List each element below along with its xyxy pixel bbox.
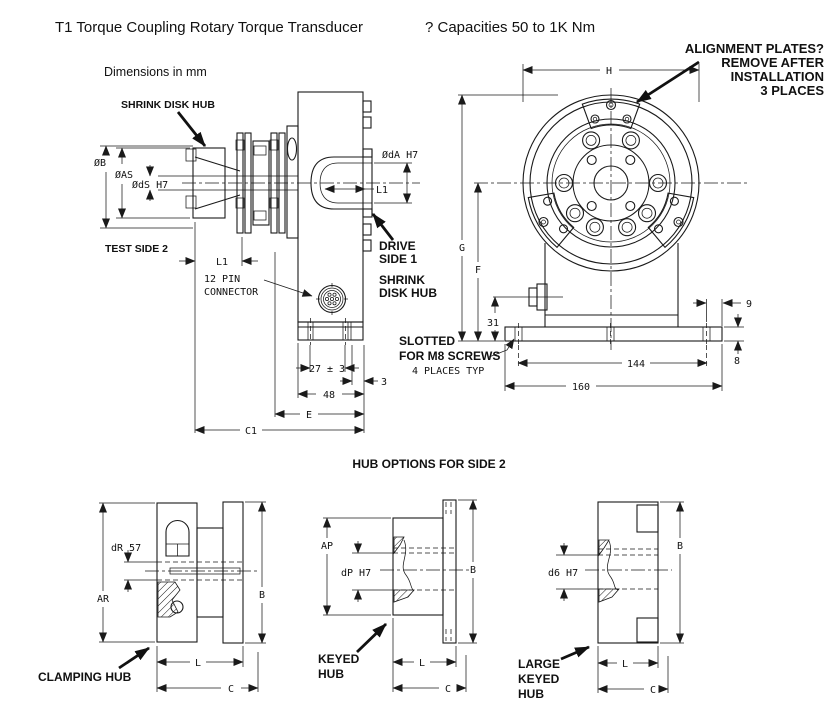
alignment-callout-line3: INSTALLATION [731,69,824,84]
dim-b-clamping: B [259,590,265,601]
drive-shrink-hub-line1: SHRINK [379,273,425,287]
pedestal-and-base [493,243,723,345]
dim-l-clamping: L [195,658,201,669]
dim-foot-width: 48 [323,390,335,401]
keyed-hub-label-line2: HUB [318,667,344,681]
side-view-dimensions: ØB ØAS ØdS H7 L1 ØdA H7 L1 [94,145,418,437]
dim-l1-hub: L1 [216,257,228,268]
connector-leader [263,279,313,297]
drive-side-label-line1: DRIVE [379,239,416,253]
dim-dia-b: ØB [94,157,106,169]
dim-dia-ds: ØdS H7 [132,179,168,191]
front-view-callouts: ALIGNMENT PLATES? REMOVE AFTER INSTALLAT… [399,41,825,377]
dim-dr: dR 57 [111,543,141,554]
flange-small-holes [586,154,636,212]
shrink-disk-hub [158,147,298,219]
keyed-hub-label-line1: KEYED [318,652,360,666]
dim-dia-as: ØAS [115,169,133,181]
test-side-label: TEST SIDE 2 [105,243,168,255]
drive-shaft-socket [310,156,372,210]
slotted-leader [488,338,515,358]
dim-d6: d6 H7 [548,568,578,579]
side-view-callouts: SHRINK DISK HUB TEST SIDE 2 12 PIN CONNE… [105,99,437,300]
flange-face [522,94,700,272]
alignment-arrow [636,60,700,104]
dim-8: 8 [734,356,740,367]
dim-c-keyed: C [445,684,451,695]
front-view: H G F 31 9 8 [399,41,825,393]
large-keyed-hub-view: d6 H7 B L C LARGE KEYED HUB [518,501,684,701]
large-keyed-hub-label-line1: LARGE [518,657,560,671]
dim-c1: C1 [245,426,257,437]
clamping-hub-label: CLAMPING HUB [38,670,132,684]
hub-options: HUB OPTIONS FOR SIDE 2 AR [38,457,684,701]
alignment-callout-line4: 3 PLACES [760,83,824,98]
dim-f: F [475,265,481,276]
connector-callout-line2: CONNECTOR [204,287,259,298]
dim-l-large: L [622,659,628,670]
dim-dia-da: ØdA H7 [382,149,418,161]
clamp-bolt [165,520,190,557]
shrink-disk-hub-callout: SHRINK DISK HUB [121,99,215,111]
dim-l1-shaft: L1 [376,185,388,196]
drawing-title: T1 Torque Coupling Rotary Torque Transdu… [55,19,363,36]
units-note: Dimensions in mm [104,65,207,79]
dim-c-large: C [650,685,656,696]
large-keyed-hub-label-line2: KEYED [518,672,560,686]
alignment-callout-line1: ALIGNMENT PLATES? [685,41,824,56]
flange-bolts [554,131,668,237]
dim-ap: AP [321,541,333,552]
clamping-hub-view: AR dR 57 B L C CLAMPING HUB [38,501,266,695]
dim-e: E [306,410,312,421]
alignment-plates [527,98,695,249]
keyed-hub-view: AP dP H7 B L C KEYED HUB [318,499,477,695]
large-keyed-hub-label-line3: HUB [518,687,544,701]
hub-options-heading: HUB OPTIONS FOR SIDE 2 [352,457,506,471]
alignment-callout-line2: REMOVE AFTER [721,55,824,70]
dim-b-keyed: B [470,565,476,576]
large-keyed-hub-arrow [560,645,590,661]
coupling-disc-pack [235,125,299,239]
dim-slot-spacing: 27 ± 3 [309,364,345,375]
dim-g: G [459,243,465,254]
keyed-hub-arrow [356,622,387,654]
dim-b-large: B [677,541,683,552]
dim-ar: AR [97,594,110,605]
capacity-note: ? Capacities 50 to 1K Nm [425,19,595,36]
dim-160: 160 [572,382,590,393]
slotted-callout-line2: FOR M8 SCREWS [399,349,500,363]
dim-foot-offset: 3 [381,377,387,388]
dim-9: 9 [746,299,752,310]
drive-side-arrow [371,213,395,241]
dim-31: 31 [487,318,499,329]
title-block: T1 Torque Coupling Rotary Torque Transdu… [55,19,595,79]
section-hatch [157,581,181,618]
drive-shrink-hub-line2: DISK HUB [379,286,437,300]
dim-c-clamping: C [228,684,234,695]
slotted-callout-line3: 4 PLACES TYP [412,366,484,377]
connector-icon [316,283,348,315]
drive-side-label-line2: SIDE 1 [379,252,417,266]
side-view: ØB ØAS ØdS H7 L1 ØdA H7 L1 [94,91,437,437]
shrink-disk-hub-arrow [176,111,207,147]
clamping-hub-arrow [118,646,150,670]
front-view-dimensions: H G F 31 9 8 [458,64,752,393]
connector-callout-line1: 12 PIN [204,274,240,285]
dim-dp: dP H7 [341,568,371,579]
dim-144: 144 [627,359,645,370]
drive-flange [362,100,373,252]
dim-l-keyed: L [419,658,425,669]
dim-h: H [606,66,612,77]
slotted-callout-line1: SLOTTED [399,334,455,348]
